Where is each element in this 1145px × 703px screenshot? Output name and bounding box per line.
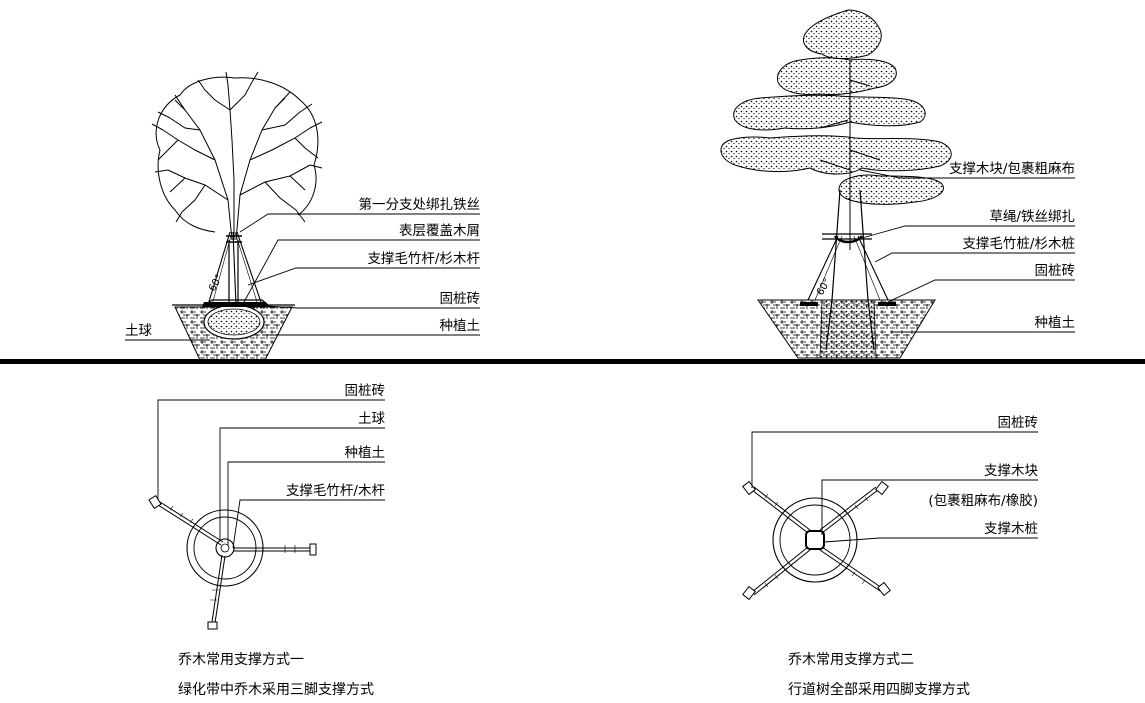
label-anchor-brick: 固桩砖	[998, 415, 1039, 431]
label-planting-soil: 种植土	[345, 445, 386, 461]
label-support-block: 支撑木块/包裹粗麻布	[949, 161, 1075, 177]
caption-subtitle: 绿化带中乔木采用三脚支撑方式	[178, 682, 374, 698]
label-support-stake: 支撑木桩	[984, 521, 1038, 537]
label-wrap-material: (包裹粗麻布/橡胶)	[928, 492, 1038, 509]
caption-title: 乔木常用支撑方式一	[178, 652, 304, 668]
label-straw-rope: 草绳/铁丝绑扎	[989, 209, 1075, 225]
label-anchor-brick: 固桩砖	[345, 383, 386, 399]
labels-plan-1: 固桩砖 土球 种植土 支撑毛竹杆/木杆	[286, 383, 386, 499]
caption-subtitle: 行道树全部采用四脚支撑方式	[788, 681, 970, 698]
elevation-tripod: 60°	[151, 71, 323, 361]
label-support-stake: 支撑毛竹桩/杉木桩	[962, 236, 1075, 252]
label-support-pole: 支撑毛竹杆/杉木杆	[367, 251, 480, 267]
label-branch-wire: 第一分支处绑扎铁丝	[359, 196, 481, 213]
tree-crown-bare	[151, 71, 323, 241]
caption-scheme-2: 乔木常用支撑方式二 行道树全部采用四脚支撑方式	[788, 652, 970, 698]
plan-tripod	[148, 494, 317, 630]
label-support-block: 支撑木块	[984, 463, 1038, 479]
labels-elevation-1: 第一分支处绑扎铁丝 表层覆盖木屑 支撑毛竹杆/杉木杆 固桩砖 种植土 土球	[125, 196, 480, 339]
label-mulch: 表层覆盖木屑	[399, 223, 480, 239]
label-root-ball: 土球	[125, 323, 152, 339]
label-anchor-brick: 固桩砖	[440, 291, 481, 307]
labels-plan-2: 固桩砖 支撑木块 (包裹粗麻布/橡胶) 支撑木桩	[928, 415, 1038, 537]
label-planting-soil: 种植土	[440, 318, 481, 334]
labels-elevation-2: 支撑木块/包裹粗麻布 草绳/铁丝绑扎 支撑毛竹桩/杉木桩 固桩砖 种植土	[949, 161, 1075, 331]
caption-scheme-1: 乔木常用支撑方式一 绿化带中乔木采用三脚支撑方式	[178, 652, 374, 698]
plan-quadpod	[742, 480, 891, 601]
label-anchor-brick: 固桩砖	[1035, 263, 1076, 279]
caption-title: 乔木常用支撑方式二	[788, 652, 914, 668]
label-planting-soil: 种植土	[1035, 315, 1076, 331]
label-root-ball: 土球	[358, 411, 385, 427]
label-support-pole: 支撑毛竹杆/木杆	[286, 483, 386, 499]
section-divider	[0, 359, 1145, 364]
leader-lines	[125, 169, 1075, 549]
tree-crown-foliage	[720, 9, 952, 250]
elevation-quadpod: 60°	[720, 9, 952, 359]
